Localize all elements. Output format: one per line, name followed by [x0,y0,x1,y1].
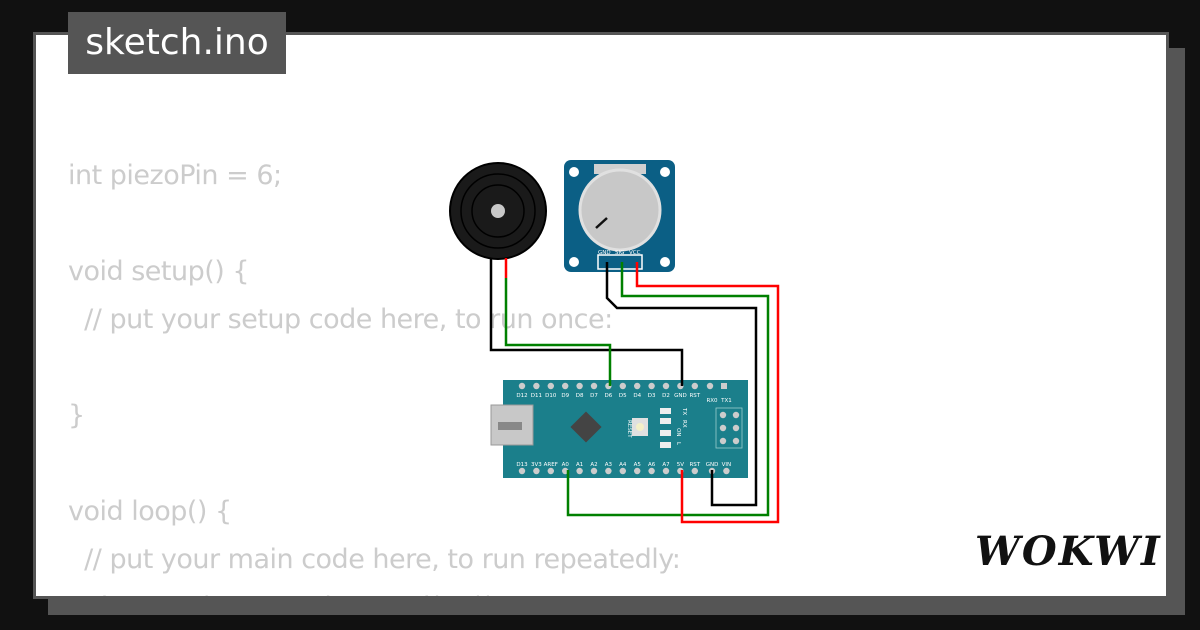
pin-label: D8 [576,393,584,399]
pin-header[interactable] [691,467,698,475]
pin-label: RX0 [706,398,718,404]
wire-black[interactable] [605,262,758,507]
pin-label: RST [689,462,700,468]
pin-label: D11 [531,393,542,399]
pin-label: A4 [619,462,627,468]
pin-header[interactable] [590,467,598,475]
pin-header[interactable] [576,467,583,475]
pot-pin-label: GND [598,250,611,256]
pin-header[interactable] [562,382,569,390]
pin-label: 5V [677,462,684,468]
pin-label: A6 [648,462,656,468]
icsp-pin [732,424,740,432]
code-line: // put your main code here, to run repea… [68,544,681,575]
pin-header[interactable] [533,467,540,475]
potentiometer[interactable]: GND SIG VCC [564,160,675,272]
pin-header[interactable] [706,382,714,390]
pin-header[interactable] [605,467,612,475]
code-line: playTone(500, analogRead(A0)); [68,584,680,596]
on-label: ON [675,428,681,436]
rx-label: RX [681,420,687,428]
preview-card: int piezoPin = 6; void setup() { // put y… [33,32,1169,599]
icsp-pin [719,424,727,432]
knob-indicator[interactable] [595,217,608,229]
pot-pin-label: VCC [629,250,641,256]
icsp-pin [732,437,740,445]
pin-label: A1 [576,462,583,468]
pin-label: A2 [590,462,597,468]
icsp-pin [719,411,727,419]
piezo-buzzer[interactable] [449,162,547,260]
filename-tab[interactable]: sketch.ino [68,12,286,74]
pin-label: D12 [516,393,527,399]
pin-label: D2 [662,393,670,399]
pin-header[interactable] [619,467,626,475]
pin-label: A3 [605,462,613,468]
pin-label: VIN [722,462,732,468]
pin-label: A7 [662,462,670,468]
pin-header[interactable] [547,382,554,390]
pin-label: D5 [619,393,627,399]
pin-label: D4 [633,393,641,399]
pin-header[interactable] [619,382,626,390]
pin-label: D13 [516,462,528,468]
pin-label: TX1 [720,398,732,404]
pin-label: D10 [545,393,557,399]
icsp-pin [732,411,740,419]
pin-header[interactable] [662,382,670,390]
code-line: void loop() { [68,496,232,527]
pin-label: AREF [544,462,558,468]
pin-header[interactable] [533,382,540,390]
icsp-pin [719,437,727,445]
pin-header[interactable] [648,382,655,390]
pin-header[interactable] [691,382,698,390]
pin-label: D3 [648,393,656,399]
code-line: } [68,400,85,431]
code-line: // put your setup code here, to run once… [68,304,613,335]
pot-pin-label: SIG [615,250,624,256]
pin-header[interactable] [723,467,730,475]
wokwi-logo: WOKWI [975,528,1162,575]
pin-label: RST [689,393,700,399]
wire-green[interactable] [566,262,770,517]
pin-header[interactable] [721,383,727,389]
pin-label: A5 [634,462,642,468]
pin-header[interactable] [547,467,554,475]
pin-header[interactable] [518,382,526,390]
reset-label: RESET [626,420,632,438]
pin-label: D7 [590,393,598,399]
tx-label: TX [681,407,687,415]
pin-label: A0 [562,462,570,468]
pin-label: D6 [605,393,613,399]
pin-header[interactable] [634,382,641,390]
code-view: int piezoPin = 6; void setup() { // put y… [68,152,681,596]
l-label: L [675,442,681,446]
wire-black[interactable] [489,258,684,386]
wire-green[interactable] [504,278,612,386]
pin-label: GND [706,462,719,468]
pin-header[interactable] [662,467,670,475]
pin-header[interactable] [590,382,598,390]
pin-header[interactable] [518,467,526,475]
wires [489,258,780,524]
pin-header[interactable] [634,467,641,475]
pin-label: GND [674,393,687,399]
code-line: void setup() { [68,256,250,287]
code-line: int piezoPin = 6; [68,160,282,191]
wire-red[interactable] [635,262,780,524]
pin-header[interactable] [576,382,583,390]
pin-header[interactable] [648,467,655,475]
pin-label: D9 [561,393,569,399]
pin-label: 3V3 [531,462,542,468]
